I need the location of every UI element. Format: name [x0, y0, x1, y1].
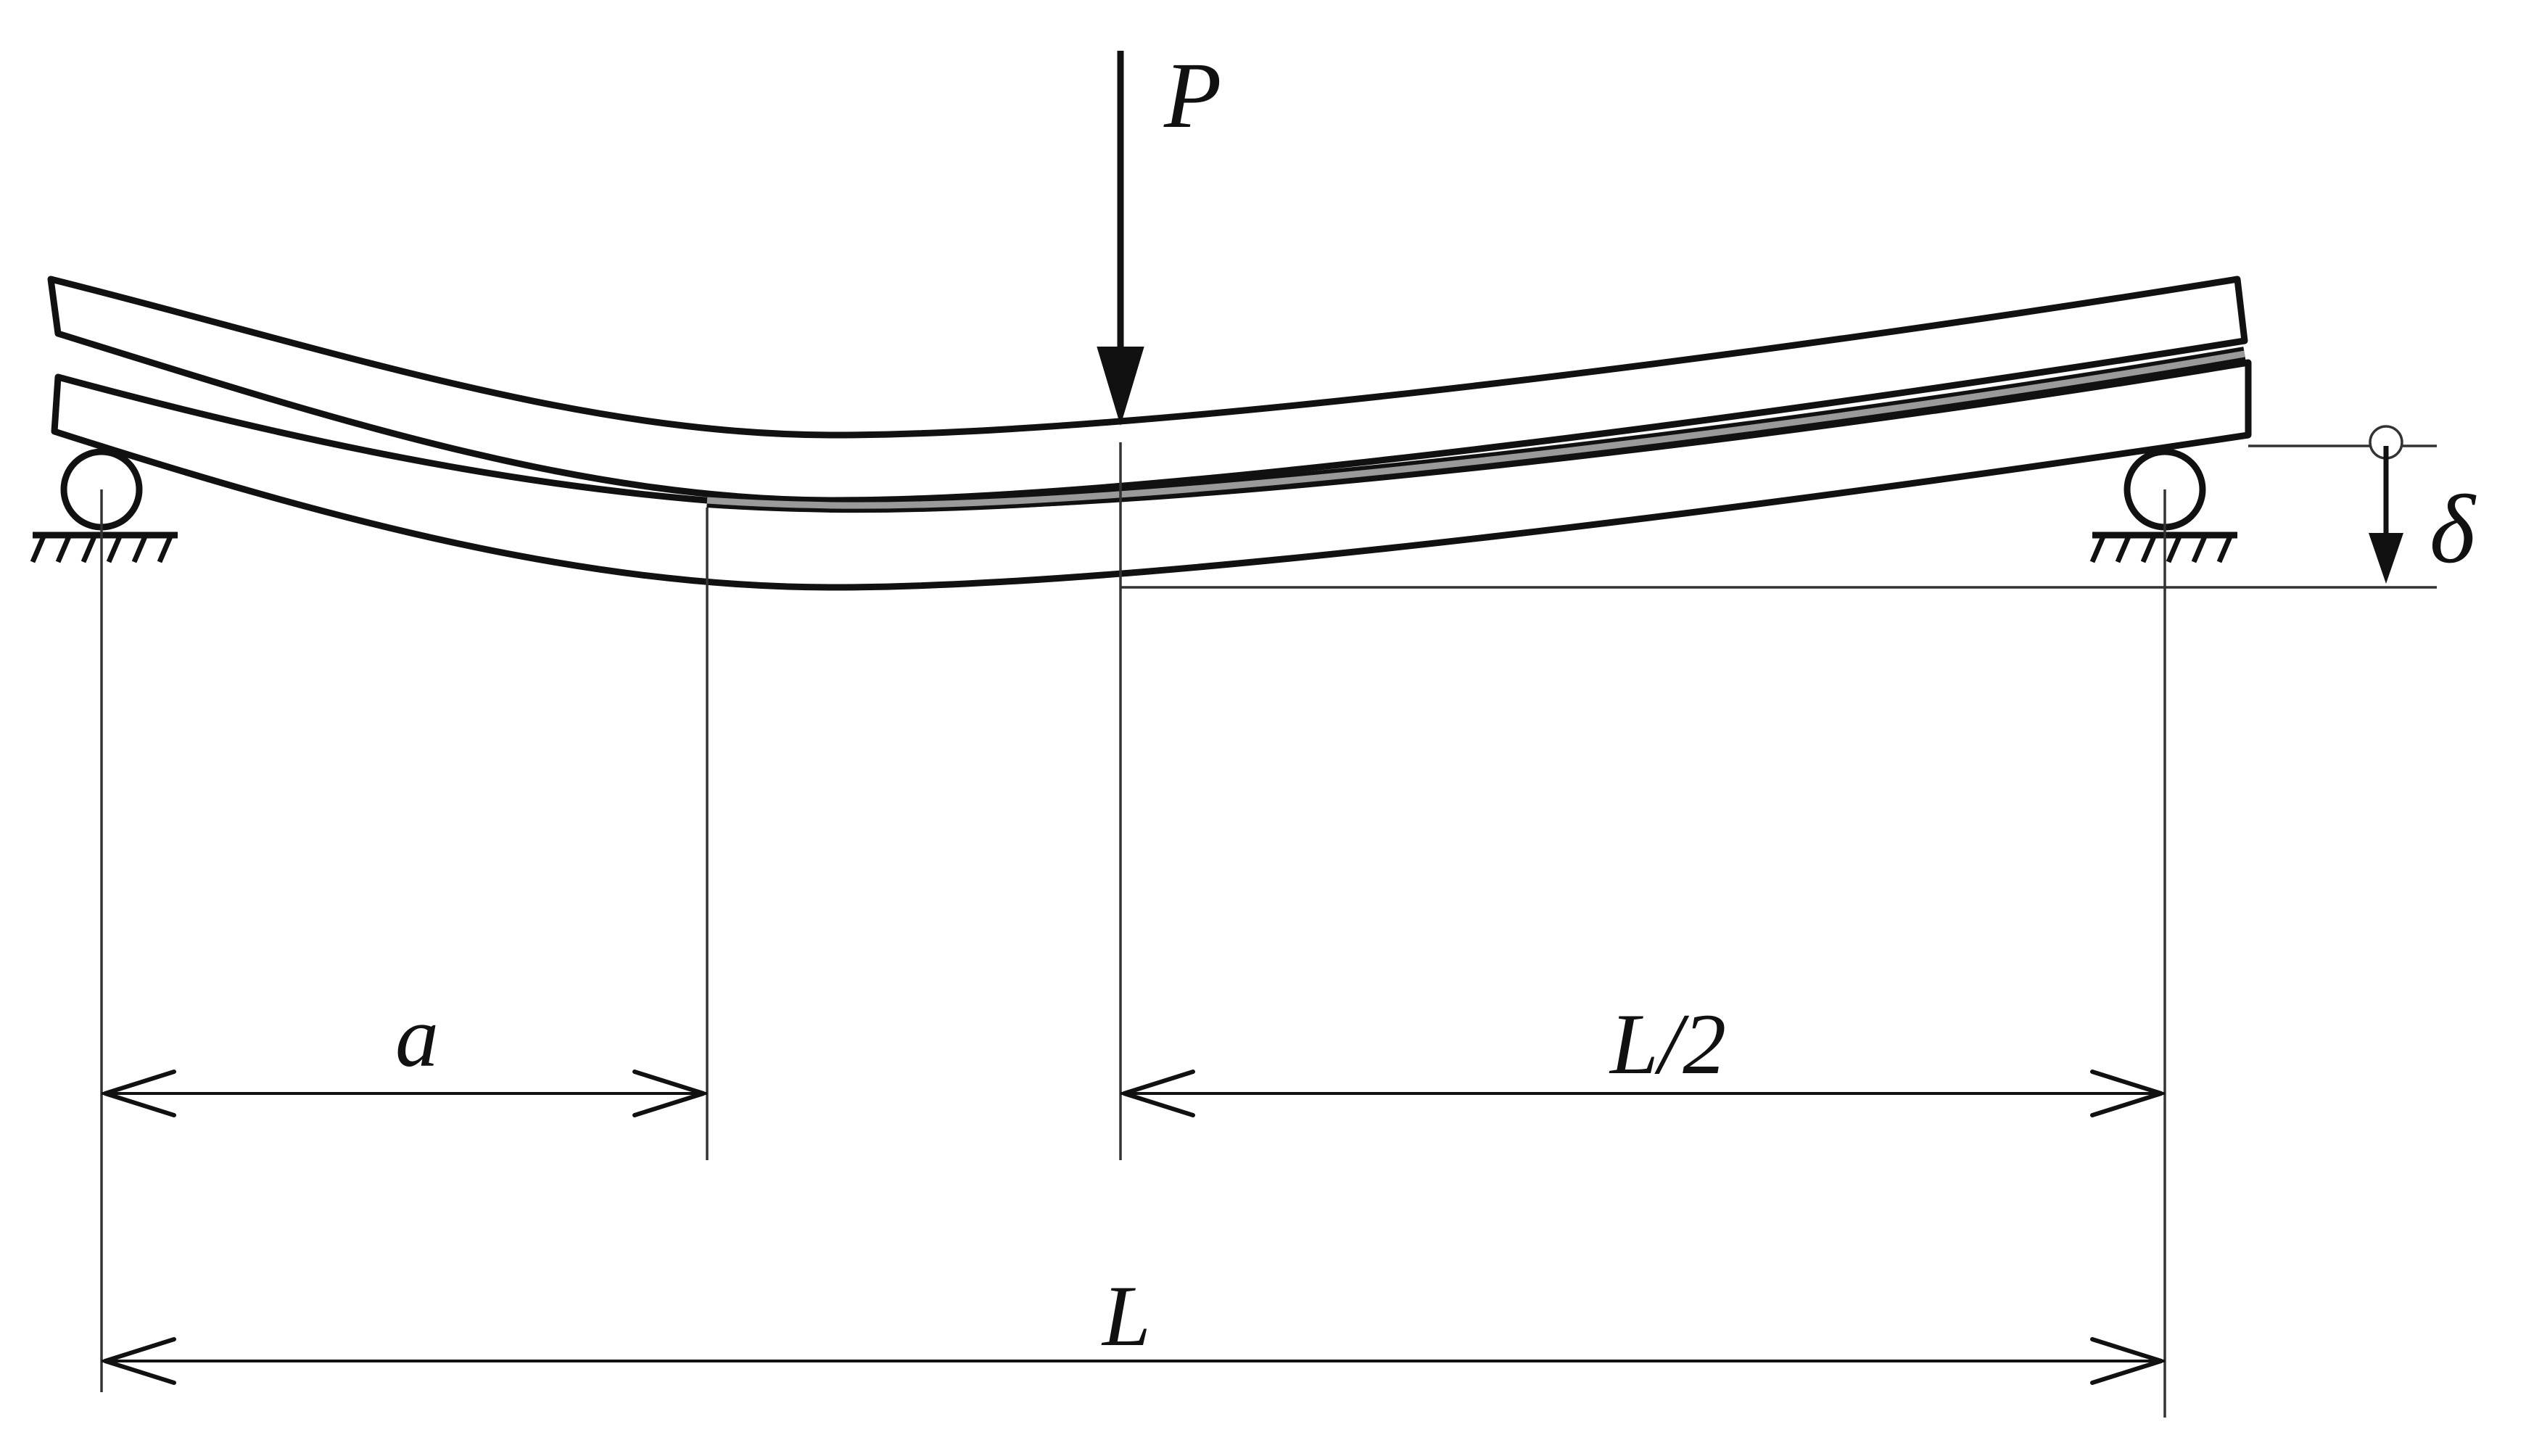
- lower-beam: [51, 359, 2252, 591]
- upper-beam: [47, 276, 2248, 504]
- dimension-span-right-arrow: [2090, 1337, 2163, 1385]
- dimension-half-span-label: L/2: [1609, 996, 1726, 1092]
- deflection-label: δ: [2430, 476, 2477, 584]
- dimension-span-left-arrow: [103, 1337, 176, 1385]
- dimension-a-right-arrow: [632, 1070, 706, 1117]
- dimension-half-span-left-arrow: [1122, 1070, 1195, 1117]
- dimension-span-label: L: [1101, 1267, 1151, 1364]
- dimension-a-left-arrow: [103, 1070, 176, 1117]
- dimension-half-span-right-arrow: [2090, 1070, 2163, 1117]
- load-arrow-head: [1097, 347, 1144, 426]
- deflection-arrow-head: [2369, 533, 2403, 584]
- right-ground-hatch: [2089, 535, 2233, 563]
- adhesive-layer-core: [706, 350, 2245, 509]
- left-ground-hatch: [30, 535, 173, 563]
- dimension-a-label: a: [395, 988, 439, 1085]
- load-label: P: [1163, 44, 1221, 148]
